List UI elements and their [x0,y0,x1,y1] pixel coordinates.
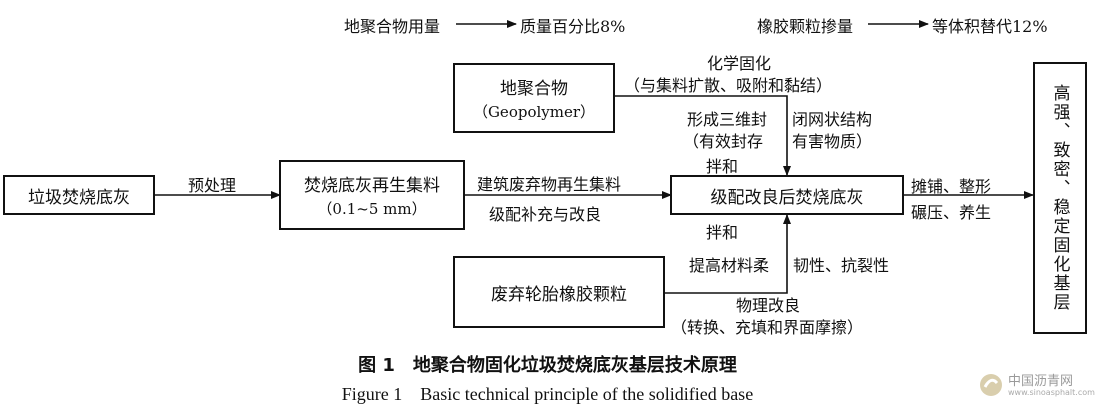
label-phys-detail: （转换、充填和界面摩擦） [671,318,864,337]
node-solidified-base: 高强、致密、稳定固化基层 [1033,62,1087,334]
label-chem-cure-detail: （与集料扩散、吸附和黏结） [624,76,833,95]
node-recycled-aggregate: 焚烧底灰再生集料 （0.1~5 mm） [279,160,465,230]
label-seal-right-1: 闭网状结构 [792,110,873,129]
label-flex-right: 韧性、抗裂性 [793,256,890,275]
node-geopolymer: 地聚合物 （Geopolymer） [453,63,615,133]
label-construction-waste: 建筑废弃物再生集料 [477,175,622,194]
node-recycled-aggregate-size: （0.1~5 mm） [317,200,427,218]
node-graded-ash: 级配改良后焚烧底灰 [670,175,904,215]
label-pretreat: 预处理 [188,176,237,195]
legend-left-to: 质量百分比8% [520,17,626,36]
label-grading: 级配补充与改良 [489,205,602,224]
label-seal-left-1: 形成三维封 [687,110,768,129]
legend-right-from: 橡胶颗粒掺量 [757,17,854,36]
figure-caption-cn: 图 1 地聚合物固化垃圾焚烧底灰基层技术原理 [358,355,737,376]
node-solidified-base-label: 高强、致密、稳定固化基层 [1049,84,1070,312]
label-chem-cure: 化学固化 [707,54,772,73]
watermark-text: 中国沥青网 [1008,374,1074,389]
node-recycled-aggregate-title: 焚烧底灰再生集料 [304,176,440,196]
label-seal-left-2: （有效封存 [683,132,764,151]
node-bottom-ash: 垃圾焚烧底灰 [3,175,155,215]
watermark-logo-icon [980,374,1002,396]
label-spread: 摊铺、整形 [911,177,992,196]
node-geopolymer-en: （Geopolymer） [472,103,596,121]
label-flex-left: 提高材料柔 [689,256,770,275]
label-compact: 碾压、养生 [911,203,992,222]
label-phys: 物理改良 [736,296,801,315]
label-mix-top: 拌和 [706,157,739,176]
legend-right-to: 等体积替代12% [932,17,1048,36]
watermark-url: www.sinoasphalt.com [1008,388,1095,397]
node-graded-ash-label: 级配改良后焚烧底灰 [710,187,864,208]
legend-left-from: 地聚合物用量 [344,17,441,36]
label-mix-bottom: 拌和 [706,223,739,242]
node-rubber-label: 废弃轮胎橡胶颗粒 [491,284,627,305]
arrow-geopolymer [614,95,791,176]
node-bottom-ash-label: 垃圾焚烧底灰 [28,187,130,208]
arrow-rubber [664,214,791,294]
node-rubber: 废弃轮胎橡胶颗粒 [453,256,665,328]
watermark: 中国沥青网 www.sinoasphalt.com [978,368,1095,404]
label-seal-right-2: 有害物质） [792,132,873,151]
figure-caption-en: Figure 1 Basic technical principle of th… [341,384,754,404]
node-geopolymer-title: 地聚合物 [500,79,568,99]
